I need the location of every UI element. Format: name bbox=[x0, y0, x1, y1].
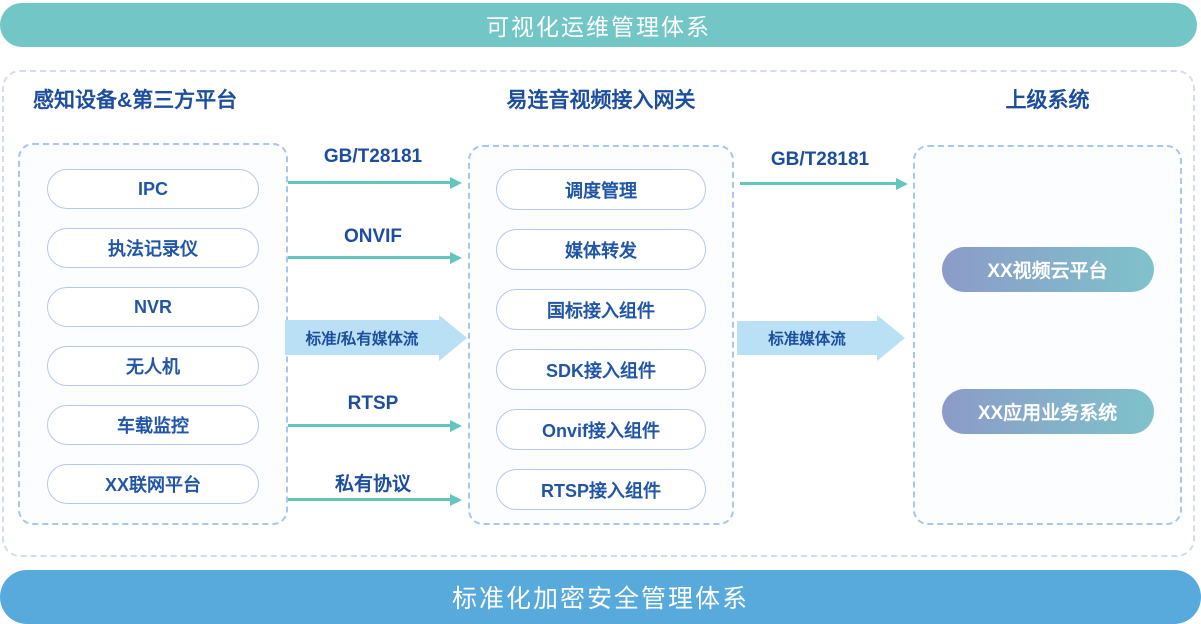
gateway-pill-media-forwarding: 媒体转发 bbox=[496, 229, 706, 270]
device-pill-drone: 无人机 bbox=[47, 346, 259, 386]
top-banner: 可视化运维管理体系 bbox=[0, 3, 1197, 47]
flow-arrow-gbt28181-left bbox=[288, 181, 450, 184]
upper-systems-group-box: XX视频云平台 XX应用业务系统 bbox=[913, 145, 1182, 525]
flow-label-rtsp: RTSP bbox=[347, 393, 399, 414]
gateway-group-box: 调度管理 媒体转发 国标接入组件 SDK接入组件 Onvif接入组件 RTSP接… bbox=[468, 145, 734, 525]
device-pill-xx-network-platform: XX联网平台 bbox=[47, 464, 259, 504]
column-title-upper-systems: 上级系统 bbox=[1005, 89, 1090, 112]
device-pill-nvr: NVR bbox=[47, 287, 259, 327]
gateway-pill-dispatch-management: 调度管理 bbox=[496, 169, 706, 210]
flow-block-arrow-standard-private-media-stream: 标准/私有媒体流 bbox=[285, 320, 439, 355]
upper-pill-video-cloud-platform: XX视频云平台 bbox=[941, 247, 1154, 292]
flow-arrow-private-protocol bbox=[288, 498, 450, 501]
flow-label-private-protocol: 私有协议 bbox=[334, 474, 411, 495]
column-title-gateway: 易连音视频接入网关 bbox=[506, 89, 696, 112]
device-pill-ipc: IPC bbox=[47, 169, 259, 209]
column-title-devices: 感知设备&第三方平台 bbox=[33, 89, 238, 112]
device-pill-vehicle-monitor: 车载监控 bbox=[47, 405, 259, 445]
flow-arrow-rtsp bbox=[288, 424, 450, 427]
gateway-pill-sdk-access: SDK接入组件 bbox=[496, 349, 706, 390]
flow-label-onvif: ONVIF bbox=[343, 226, 403, 247]
upper-pill-application-business-system: XX应用业务系统 bbox=[941, 389, 1154, 434]
devices-group-box: IPC 执法记录仪 NVR 无人机 车载监控 XX联网平台 bbox=[18, 143, 288, 525]
bottom-banner: 标准化加密安全管理体系 bbox=[0, 570, 1201, 624]
gateway-pill-rtsp-access: RTSP接入组件 bbox=[496, 469, 706, 510]
flow-arrow-gbt28181-right bbox=[740, 182, 896, 185]
gateway-pill-gb-access: 国标接入组件 bbox=[496, 289, 706, 330]
gateway-pill-onvif-access: Onvif接入组件 bbox=[496, 409, 706, 450]
flow-label-gbt28181-left: GB/T28181 bbox=[323, 146, 423, 167]
flow-arrow-onvif bbox=[288, 256, 450, 259]
device-pill-body-camera: 执法记录仪 bbox=[47, 228, 259, 268]
flow-label-gbt28181-right: GB/T28181 bbox=[770, 149, 870, 170]
flow-block-arrow-standard-media-stream: 标准媒体流 bbox=[737, 321, 877, 355]
